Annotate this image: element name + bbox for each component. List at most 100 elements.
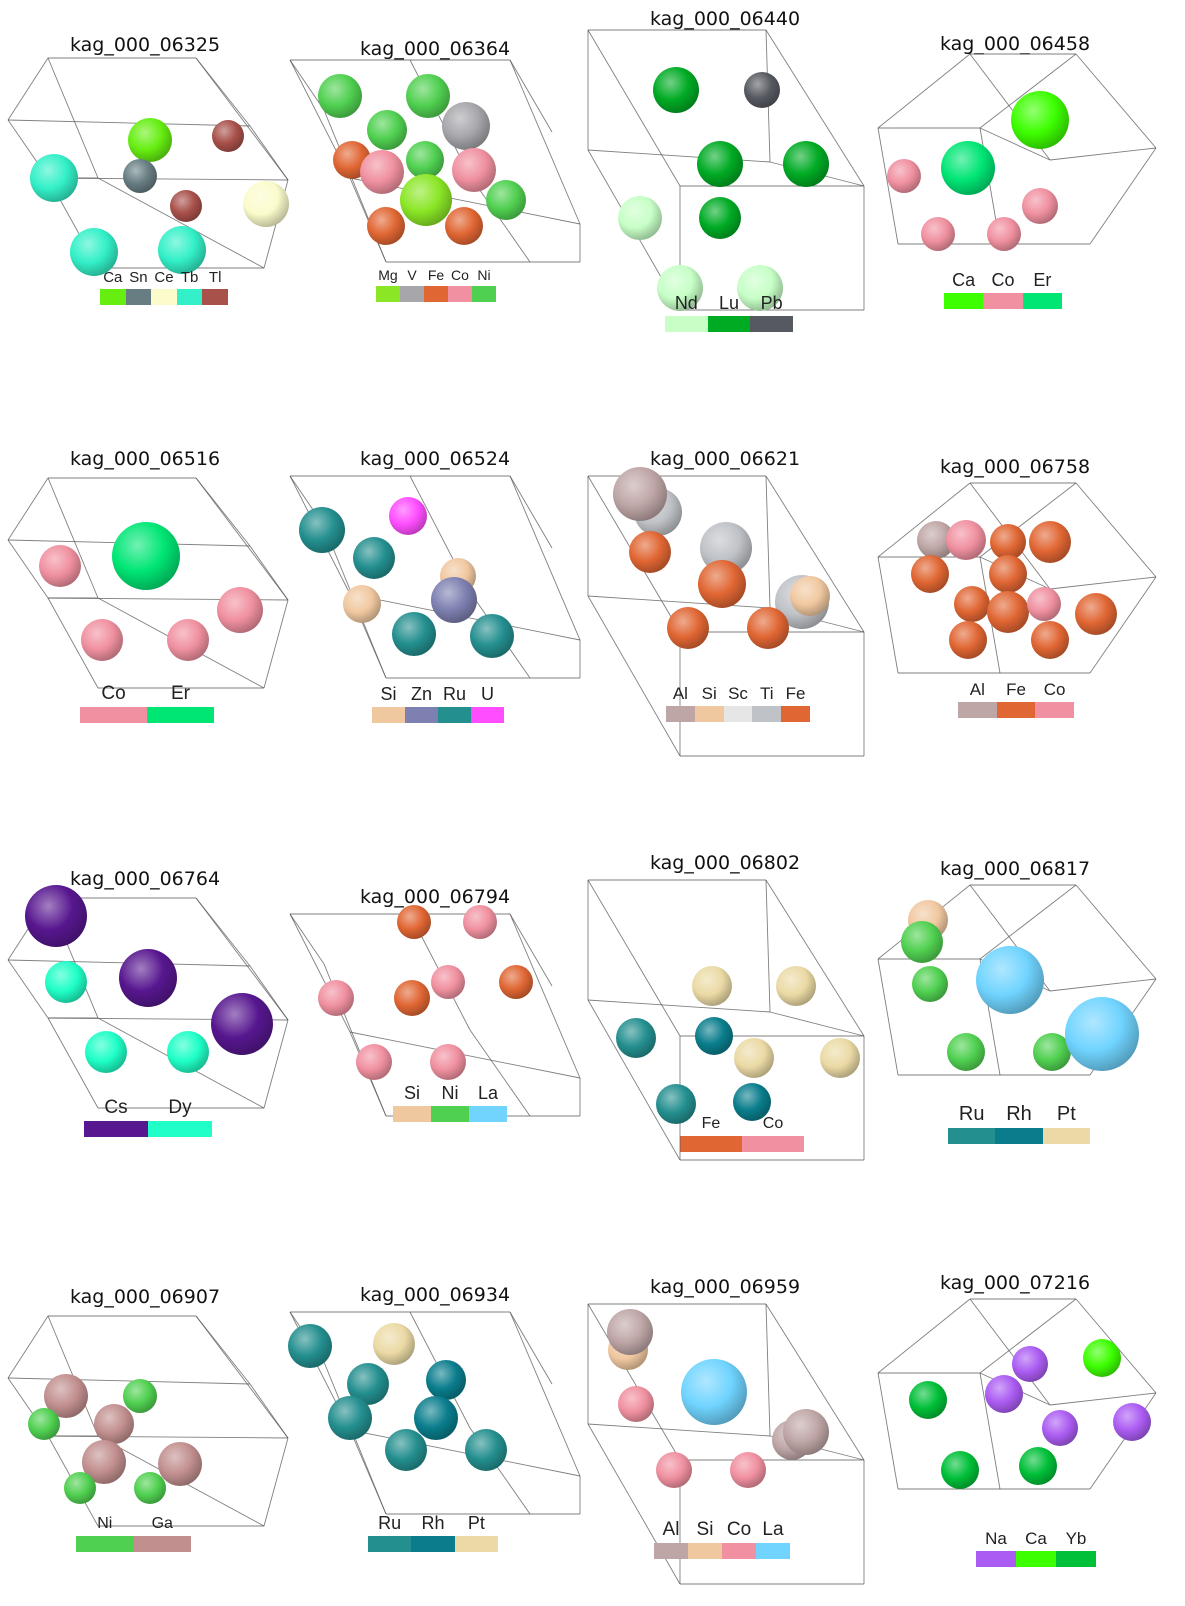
cell-edge (249, 125, 289, 181)
legend-swatch (1042, 1128, 1090, 1144)
cell-edge (877, 958, 899, 1076)
cell-edge (877, 482, 971, 558)
structure-title: kag_000_06817 (939, 858, 1091, 880)
atom-pt (373, 1323, 415, 1365)
legend-swatch (393, 1106, 431, 1122)
cell-edge (195, 897, 251, 967)
legend-entry: Si (688, 1520, 722, 1559)
legend-symbol: Rh (421, 1513, 445, 1533)
atom-ga (82, 1440, 126, 1484)
legend-symbol: Fe (427, 267, 445, 283)
cell-edge (877, 1372, 899, 1490)
legend-swatch (666, 706, 695, 722)
atom-mg (400, 174, 452, 226)
atom-yb (909, 1381, 947, 1419)
cell-edge (195, 477, 251, 547)
legend-swatch (948, 1128, 996, 1144)
atom-fe (394, 980, 430, 1016)
legend-swatch (472, 286, 496, 302)
atom-ni (912, 966, 948, 1002)
atom-dy (85, 1031, 127, 1073)
atom-lu (697, 141, 743, 187)
legend-entry: Si (694, 685, 724, 722)
atom-sn (123, 159, 157, 193)
atom-co (431, 965, 465, 999)
cell-edge (509, 1311, 553, 1385)
atom-v (442, 102, 490, 150)
atom-na (1012, 1346, 1048, 1382)
legend-symbol: Yb (1065, 1529, 1087, 1548)
atom-nd (657, 265, 703, 311)
legend-entry: Tl (202, 270, 228, 305)
legend-entry: Sc (723, 685, 753, 722)
cell-edge (969, 1298, 1051, 1406)
cell-edge (195, 1315, 289, 1439)
unit-cell-view (877, 884, 1157, 1076)
legend-symbol: Ni (441, 1083, 459, 1103)
atom-rh (426, 1360, 466, 1400)
structure-title: kag_000_06524 (359, 448, 511, 470)
legend-swatch (148, 1121, 212, 1137)
structure-title: kag_000_06907 (69, 1286, 221, 1308)
atom-cs (211, 993, 273, 1055)
legend-swatch (368, 1536, 412, 1552)
legend-symbol: Tl (208, 269, 222, 286)
legend-swatch (469, 1106, 507, 1122)
legend-symbol: Si (696, 1519, 714, 1540)
cell-edge (979, 127, 1051, 161)
structure-title: kag_000_06764 (69, 868, 221, 890)
atom-co (656, 1452, 692, 1488)
cell-edge (289, 913, 325, 965)
atom-co (360, 150, 404, 194)
cell-edge (469, 1029, 531, 1117)
legend-entry: Co (1035, 681, 1074, 718)
atom-ca (1083, 1339, 1121, 1377)
legend-entry: U (471, 685, 504, 723)
atom-pb (744, 72, 780, 108)
legend-entry: La (469, 1084, 507, 1122)
legend-entry: Nd (665, 294, 708, 332)
legend-symbol: Pb (760, 293, 783, 313)
legend-entry: Ca (944, 270, 984, 309)
atom-co (217, 587, 263, 633)
atom-lu (783, 141, 829, 187)
atom-fe (397, 905, 431, 939)
cell-edge (7, 119, 251, 127)
cell-edge (249, 545, 289, 601)
cell-edge (349, 1031, 581, 1079)
cell-edge (249, 965, 289, 1021)
atom-lu (653, 67, 699, 113)
legend-symbol: La (477, 1083, 499, 1103)
structure-title: kag_000_06325 (69, 34, 221, 56)
legend-symbol: Co (1043, 680, 1066, 699)
legend-swatch (100, 289, 126, 305)
legend-symbol: Fe (701, 1115, 721, 1132)
legend-symbol: Mg (378, 267, 398, 283)
atom-ni (318, 74, 362, 118)
atom-pt (776, 966, 816, 1006)
structure-title: kag_000_06802 (649, 852, 801, 874)
cell-edge (47, 1017, 99, 1109)
legend-symbol: Ca (952, 270, 976, 290)
unit-cell-view (587, 879, 865, 1161)
legend-symbol: Si (380, 684, 397, 704)
legend-entry: Yb (1056, 1530, 1096, 1567)
atom-al (783, 1409, 829, 1455)
legend-entry: Co (448, 268, 472, 302)
legend-entry: Si (372, 685, 405, 723)
cell-edge (587, 29, 681, 187)
legend-entry: Rh (995, 1104, 1043, 1144)
legend-swatch (405, 707, 438, 723)
legend-swatch (424, 286, 448, 302)
